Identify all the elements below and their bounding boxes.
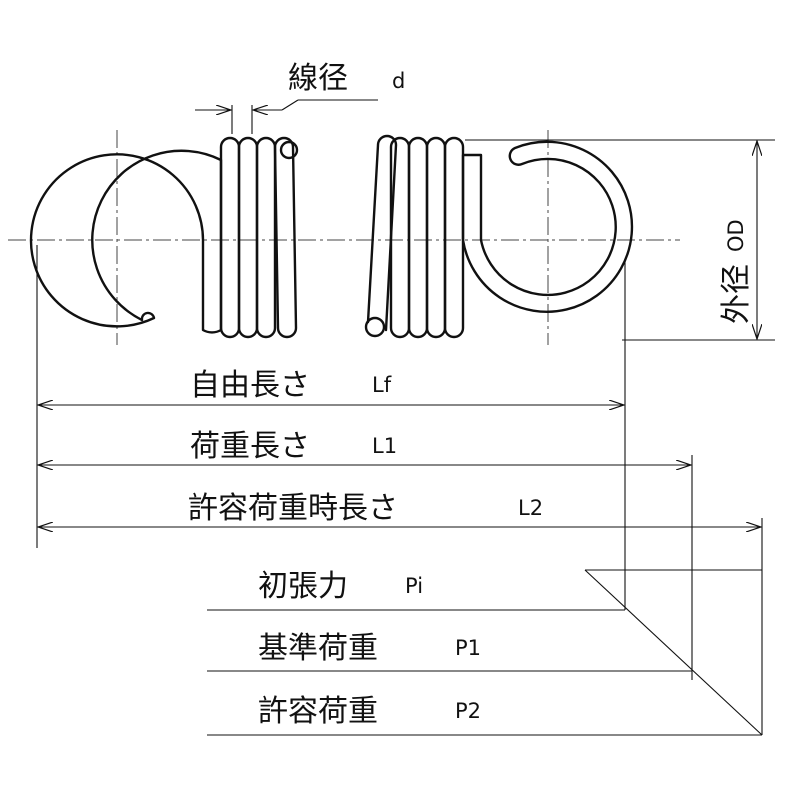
left-hook: [29, 149, 223, 334]
allowable-length-symbol: L2: [518, 496, 543, 520]
reference-load-label: 基準荷重: [258, 631, 378, 666]
outer-diameter-dimension: [465, 139, 775, 341]
right-coil-3: [425, 136, 447, 339]
left-coil-1: [219, 136, 241, 339]
length-dimensions: [36, 245, 763, 735]
wire-diameter-symbol: d: [392, 69, 405, 93]
right-coil-start-wire: [364, 316, 386, 338]
allowable-length-label: 許容荷重時長さ: [188, 491, 398, 526]
load-length-label: 荷重長さ: [190, 429, 310, 464]
allowable-load-label: 許容荷重: [258, 694, 378, 729]
free-length-symbol: Lf: [372, 373, 392, 397]
right-coil-2: [407, 136, 429, 339]
wire-diameter-label: 線径: [288, 61, 348, 96]
right-coil-4: [443, 136, 465, 339]
wire-diameter-dimension: [195, 99, 378, 134]
left-coil-end: [273, 136, 298, 339]
spring-body: [29, 134, 634, 339]
initial-tension-symbol: Pi: [405, 574, 423, 598]
outer-diameter-label: 外径: [719, 264, 754, 324]
left-coil-end-wire: [279, 140, 299, 160]
left-coil-3: [255, 136, 277, 339]
free-length-label: 自由長さ: [190, 368, 310, 403]
outer-diameter-symbol: OD: [724, 219, 748, 252]
centerlines: [8, 130, 680, 345]
reference-load-symbol: P1: [455, 636, 481, 660]
load-diagram: [207, 569, 763, 736]
outer-diameter-label-group: 外径 OD: [719, 219, 754, 324]
load-slope-line: [584, 569, 763, 736]
initial-tension-label: 初張力: [258, 569, 348, 604]
right-hook: [461, 140, 634, 313]
load-length-symbol: L1: [372, 434, 397, 458]
right-coil-start: [366, 134, 398, 332]
allowable-load-symbol: P2: [455, 699, 481, 723]
left-coil-2: [237, 136, 259, 339]
